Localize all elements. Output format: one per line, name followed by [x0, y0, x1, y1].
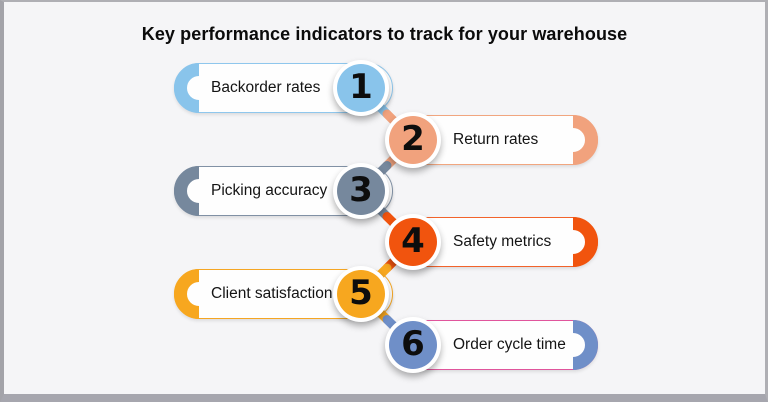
half-ring-shape [174, 166, 199, 216]
step-number: 4 [401, 221, 425, 261]
pill-end-cap [174, 63, 199, 113]
step-number: 6 [401, 324, 425, 364]
kpi-label: Picking accuracy [211, 182, 328, 199]
kpi-label: Backorder rates [211, 79, 321, 96]
kpi-item-client-satisfaction: Client satisfaction 5 [4, 266, 765, 322]
half-ring-shape [174, 269, 199, 319]
step-number: 2 [401, 119, 425, 159]
number-badge: 2 [385, 112, 441, 168]
step-number: 5 [349, 273, 373, 313]
page-title: Key performance indicators to track for … [141, 24, 628, 44]
half-ring-shape [573, 115, 598, 165]
kpi-label: Safety metrics [453, 233, 552, 250]
half-ring-shape [573, 320, 598, 370]
kpi-item-order-cycle-time: Order cycle time 6 [4, 317, 765, 373]
kpi-label: Client satisfaction [211, 285, 333, 302]
kpi-label: Order cycle time [453, 336, 566, 353]
number-badge-disc: 1 [337, 64, 385, 112]
pill-end-cap [573, 217, 598, 267]
pill-end-cap [174, 166, 199, 216]
half-ring-shape [573, 217, 598, 267]
number-badge: 6 [385, 317, 441, 373]
pill-end-cap [174, 269, 199, 319]
kpi-item-safety-metrics: Safety metrics 4 [4, 214, 765, 270]
pill-end-cap [573, 320, 598, 370]
number-badge-disc: 6 [389, 321, 437, 369]
half-ring-shape [174, 63, 199, 113]
number-badge-disc: 2 [389, 116, 437, 164]
number-badge: 1 [333, 60, 389, 116]
number-badge: 3 [333, 163, 389, 219]
number-badge: 4 [385, 214, 441, 270]
number-badge: 5 [333, 266, 389, 322]
pill-end-cap [573, 115, 598, 165]
kpi-item-return-rates: Return rates 2 [4, 112, 765, 168]
number-badge-disc: 3 [337, 167, 385, 215]
kpi-item-backorder-rates: Backorder rates 1 [4, 60, 765, 116]
kpi-label: Return rates [453, 131, 539, 148]
number-badge-disc: 5 [337, 270, 385, 318]
step-number: 1 [349, 67, 373, 107]
number-badge-disc: 4 [389, 218, 437, 266]
kpi-item-picking-accuracy: Picking accuracy 3 [4, 163, 765, 219]
step-number: 3 [349, 170, 373, 210]
